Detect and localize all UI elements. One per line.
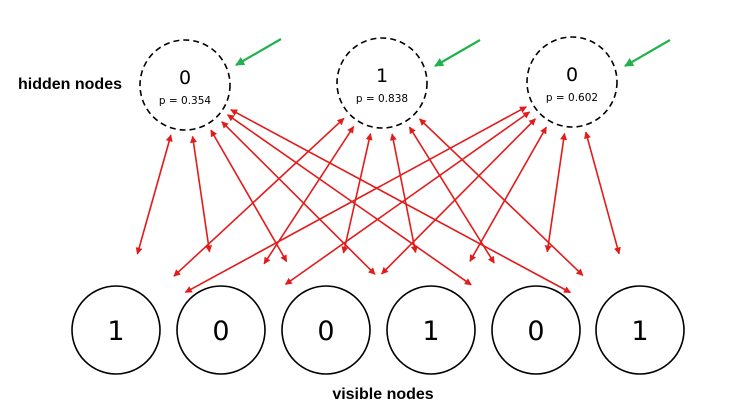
hidden-node-2: 0 p = 0.602 bbox=[526, 36, 618, 128]
visible-node-value: 0 bbox=[212, 316, 229, 347]
connection-edges bbox=[135, 106, 621, 294]
edge-h0-v2 bbox=[210, 129, 288, 263]
edge-h2-v5 bbox=[584, 131, 621, 255]
visible-node-value: 0 bbox=[317, 316, 334, 347]
edge-h0-v5 bbox=[230, 108, 572, 294]
edge-h0-v1 bbox=[190, 135, 213, 253]
green-arrow-icon bbox=[235, 38, 282, 66]
visible-node-5: 1 bbox=[595, 285, 685, 375]
visible-node-3: 1 bbox=[386, 285, 476, 375]
green-arrow-icon bbox=[624, 39, 671, 67]
hidden-node-value: 0 bbox=[566, 64, 578, 86]
edge-h1-v3 bbox=[389, 133, 418, 254]
hidden-node-probability: p = 0.354 bbox=[159, 95, 212, 107]
hidden-nodes-label: hidden nodes bbox=[18, 76, 122, 93]
visible-nodes-label: visible nodes bbox=[332, 386, 433, 403]
visible-node-value: 1 bbox=[631, 316, 648, 347]
hidden-node-probability: p = 0.602 bbox=[546, 92, 598, 104]
edge-h0-v3 bbox=[221, 121, 376, 275]
hidden-node-0: 0 p = 0.354 bbox=[139, 39, 231, 131]
visible-node-1: 0 bbox=[176, 285, 266, 375]
edge-h2-v0 bbox=[184, 106, 527, 294]
hidden-node-value: 0 bbox=[179, 67, 191, 89]
edge-h2-v4 bbox=[544, 132, 568, 253]
visible-node-2: 0 bbox=[281, 285, 371, 375]
edge-h1-v5 bbox=[419, 118, 584, 276]
visible-node-value: 1 bbox=[422, 316, 439, 347]
visible-node-4: 0 bbox=[491, 285, 581, 375]
green-arrow-icon bbox=[434, 39, 481, 67]
edge-h0-v0 bbox=[135, 134, 173, 255]
hidden-node-1: 1 p = 0.838 bbox=[336, 37, 428, 129]
edge-h1-v1 bbox=[263, 126, 355, 265]
visible-node-value: 0 bbox=[527, 316, 544, 347]
visible-node-value: 1 bbox=[107, 316, 124, 347]
hidden-node-value: 1 bbox=[376, 65, 388, 87]
hidden-node-probability: p = 0.838 bbox=[356, 93, 408, 105]
edge-h0-v4 bbox=[227, 114, 472, 286]
edge-h2-v3 bbox=[469, 126, 547, 262]
visible-node-0: 1 bbox=[71, 285, 161, 375]
